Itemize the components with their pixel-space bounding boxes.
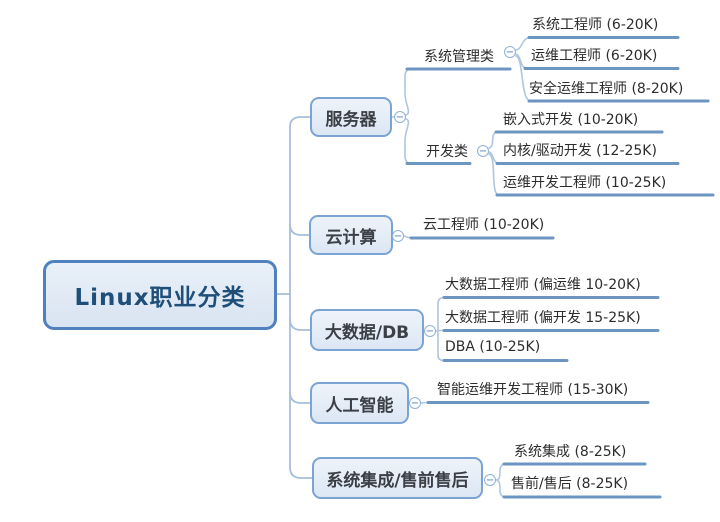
collapse-minus-icon-ai[interactable]: − (409, 397, 421, 409)
connector-elbow-integration (289, 466, 313, 479)
root-node[interactable]: Linux职业分类 (43, 260, 277, 330)
branch-node-integration[interactable]: 系统集成/售前售后 (312, 457, 483, 499)
branch-node-cloud[interactable]: 云计算 (309, 215, 393, 255)
connector-dev-leaf1 (488, 131, 499, 149)
leaf-node-bigdata-dev[interactable]: 大数据工程师 (偏开发 15-25K) (445, 310, 641, 326)
leaf-node-system-engineer[interactable]: 系统工程师 (6-20K) (532, 17, 659, 33)
connector-elbow-cloud (289, 223, 311, 236)
leaf-node-security-ops[interactable]: 安全运维工程师 (8-20K) (529, 81, 684, 97)
connector-server-to-sysadmin (404, 68, 413, 116)
collapse-minus-icon-sysadmin[interactable]: − (504, 46, 516, 58)
connector-server-to-dev (404, 118, 413, 165)
collapse-minus-icon-bigdata[interactable]: − (424, 325, 436, 337)
leaf-node-presales[interactable]: 售前/售后 (8-25K) (511, 476, 629, 492)
branch-node-ai[interactable]: 人工智能 (310, 382, 409, 424)
collapse-minus-icon-dev[interactable]: − (477, 145, 489, 157)
leaf-node-cloud-engineer[interactable]: 云工程师 (10-20K) (423, 217, 545, 233)
leaf-node-kernel[interactable]: 内核/驱动开发 (12-25K) (503, 143, 657, 159)
leaf-node-ops-engineer[interactable]: 运维工程师 (6-20K) (531, 48, 658, 64)
connector-bigdata-rail (435, 296, 445, 362)
leaf-node-devops[interactable]: 运维开发工程师 (10-25K) (503, 175, 667, 191)
group-node-sysadmin[interactable]: 系统管理类 (424, 49, 494, 65)
branch-node-bigdata[interactable]: 大数据/DB (310, 309, 424, 351)
connector-elbow-ai (289, 391, 311, 404)
connector-dev-leaf2 (488, 151, 501, 165)
collapse-minus-icon-integration[interactable]: − (484, 474, 496, 486)
connector-integration-rail (495, 463, 507, 498)
leaf-node-dba[interactable]: DBA (10-25K) (445, 339, 541, 355)
branch-node-server[interactable]: 服务器 (310, 97, 392, 137)
connector-sysadmin-leaf1 (515, 36, 532, 51)
connector-elbow-bigdata (289, 318, 311, 331)
group-node-dev[interactable]: 开发类 (426, 144, 468, 160)
leaf-node-sys-integration[interactable]: 系统集成 (8-25K) (514, 444, 627, 460)
connector-elbow-server (289, 116, 311, 128)
leaf-node-aiops[interactable]: 智能运维开发工程师 (15-30K) (437, 382, 629, 398)
leaf-node-bigdata-ops[interactable]: 大数据工程师 (偏运维 10-20K) (445, 277, 641, 293)
leaf-node-embedded[interactable]: 嵌入式开发 (10-20K) (503, 112, 639, 128)
collapse-minus-icon-cloud[interactable]: − (392, 230, 404, 242)
collapse-minus-icon-server[interactable]: − (394, 111, 406, 123)
